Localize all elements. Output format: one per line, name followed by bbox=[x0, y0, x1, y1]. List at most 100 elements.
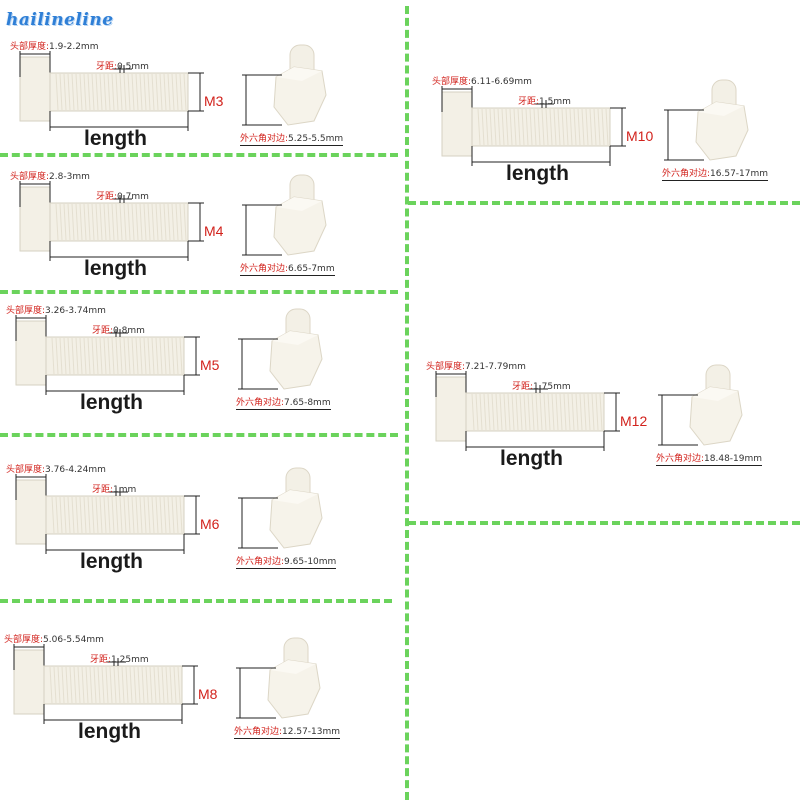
thread-size-label: M8 bbox=[198, 686, 218, 702]
divider bbox=[408, 521, 800, 525]
hex-value: 6.65-7mm bbox=[288, 264, 335, 274]
pitch-value: 1.5mm bbox=[539, 97, 571, 107]
thread-size-label: M10 bbox=[626, 128, 654, 144]
hex-caption: 外六角对边: bbox=[240, 264, 289, 274]
pitch-value: 1.75mm bbox=[533, 382, 571, 392]
length-label: length bbox=[80, 391, 143, 414]
head-thickness-label: 头部厚度:3.76-4.24mm bbox=[6, 462, 106, 475]
hex-across-flats-label: 外六角对边:5.25-5.5mm bbox=[240, 131, 344, 146]
pitch-label: 牙距:1.75mm bbox=[512, 379, 571, 392]
pitch-label: 牙距:1.25mm bbox=[90, 652, 149, 665]
pitch-caption: 牙距: bbox=[92, 326, 114, 336]
thread-lines bbox=[471, 393, 603, 431]
head-thickness-caption: 头部厚度: bbox=[6, 306, 46, 316]
bolt-perspective-view bbox=[269, 467, 323, 549]
head-thickness-value: 6.11-6.69mm bbox=[471, 77, 532, 87]
divider bbox=[408, 201, 800, 205]
hex-value: 18.48-19mm bbox=[704, 454, 763, 464]
length-label: length bbox=[78, 720, 141, 743]
bolt-diagram bbox=[15, 308, 323, 395]
thread-lines bbox=[49, 666, 181, 704]
head-thickness-label: 头部厚度:7.21-7.79mm bbox=[426, 359, 526, 372]
hex-caption: 外六角对边: bbox=[236, 557, 285, 567]
pitch-label: 牙距:0.7mm bbox=[96, 189, 149, 202]
pitch-caption: 牙距: bbox=[90, 655, 112, 665]
length-label: length bbox=[506, 162, 569, 185]
hex-across-flats-label: 外六角对边:12.57-13mm bbox=[234, 724, 341, 739]
bolt-shank bbox=[49, 202, 189, 242]
pitch-caption: 牙距: bbox=[512, 382, 534, 392]
head-thickness-caption: 头部厚度: bbox=[426, 362, 466, 372]
divider bbox=[0, 153, 398, 157]
bolt-shank bbox=[45, 336, 185, 376]
hex-across-flats-label: 外六角对边:9.65-10mm bbox=[236, 554, 337, 569]
bolt-head-side bbox=[19, 186, 51, 252]
hex-across-flats-label: 外六角对边:16.57-17mm bbox=[662, 166, 769, 181]
pitch-label: 牙距:0.8mm bbox=[92, 323, 145, 336]
hex-caption: 外六角对边: bbox=[656, 454, 705, 464]
bolt-shank bbox=[465, 392, 605, 432]
bolt-perspective-view bbox=[689, 364, 743, 446]
hex-across-flats-label: 外六角对边:6.65-7mm bbox=[240, 261, 335, 276]
bolt-diagram bbox=[13, 637, 321, 724]
hex-across-flats-label: 外六角对边:7.65-8mm bbox=[236, 395, 331, 410]
pitch-value: 1.25mm bbox=[111, 655, 149, 665]
head-thickness-caption: 头部厚度: bbox=[4, 635, 44, 645]
hex-value: 12.57-13mm bbox=[282, 727, 341, 737]
bolt-shank bbox=[43, 665, 183, 705]
hex-caption: 外六角对边: bbox=[234, 727, 283, 737]
thread-lines bbox=[55, 73, 187, 111]
head-thickness-value: 1.9-2.2mm bbox=[49, 42, 99, 52]
bolt-head-side bbox=[13, 649, 45, 715]
bolt-shank bbox=[471, 107, 611, 147]
thread-size-label: M5 bbox=[200, 357, 220, 373]
length-label: length bbox=[84, 127, 147, 150]
pitch-value: 0.7mm bbox=[117, 192, 149, 202]
bolt-diagram bbox=[19, 44, 327, 131]
bolt-perspective-view bbox=[695, 79, 749, 161]
bolt-diagram bbox=[15, 467, 323, 554]
thread-size-label: M4 bbox=[204, 223, 224, 239]
length-label: length bbox=[500, 447, 563, 470]
bolt-head-side bbox=[435, 376, 467, 442]
head-thickness-caption: 头部厚度: bbox=[10, 172, 50, 182]
bolt-diagram bbox=[441, 79, 749, 166]
bolt-head-side bbox=[19, 56, 51, 122]
head-thickness-value: 7.21-7.79mm bbox=[465, 362, 526, 372]
bolt-perspective-view bbox=[273, 44, 327, 126]
pitch-caption: 牙距: bbox=[96, 62, 118, 72]
head-thickness-caption: 头部厚度: bbox=[432, 77, 472, 87]
bolt-head-side bbox=[15, 479, 47, 545]
pitch-label: 牙距:0.5mm bbox=[96, 59, 149, 72]
thread-size-label: M6 bbox=[200, 516, 220, 532]
bolt-perspective-view bbox=[267, 637, 321, 719]
thread-lines bbox=[55, 203, 187, 241]
pitch-value: 0.5mm bbox=[117, 62, 149, 72]
thread-lines bbox=[51, 337, 183, 375]
bolt-shank bbox=[49, 72, 189, 112]
brand-logo: hailineline bbox=[6, 10, 114, 30]
bolt-head-side bbox=[441, 91, 473, 157]
hex-value: 7.65-8mm bbox=[284, 398, 331, 408]
hex-value: 5.25-5.5mm bbox=[288, 134, 344, 144]
divider bbox=[0, 433, 398, 437]
hex-across-flats-label: 外六角对边:18.48-19mm bbox=[656, 451, 763, 466]
length-label: length bbox=[84, 257, 147, 280]
pitch-value: 0.8mm bbox=[113, 326, 145, 336]
head-thickness-label: 头部厚度:6.11-6.69mm bbox=[432, 74, 532, 87]
pitch-label: 牙距:1.5mm bbox=[518, 94, 571, 107]
head-thickness-label: 头部厚度:1.9-2.2mm bbox=[10, 39, 98, 52]
divider bbox=[0, 290, 398, 294]
bolt-perspective-view bbox=[269, 308, 323, 390]
bolt-shank bbox=[45, 495, 185, 535]
hex-value: 16.57-17mm bbox=[710, 169, 769, 179]
thread-lines bbox=[477, 108, 609, 146]
hex-caption: 外六角对边: bbox=[662, 169, 711, 179]
